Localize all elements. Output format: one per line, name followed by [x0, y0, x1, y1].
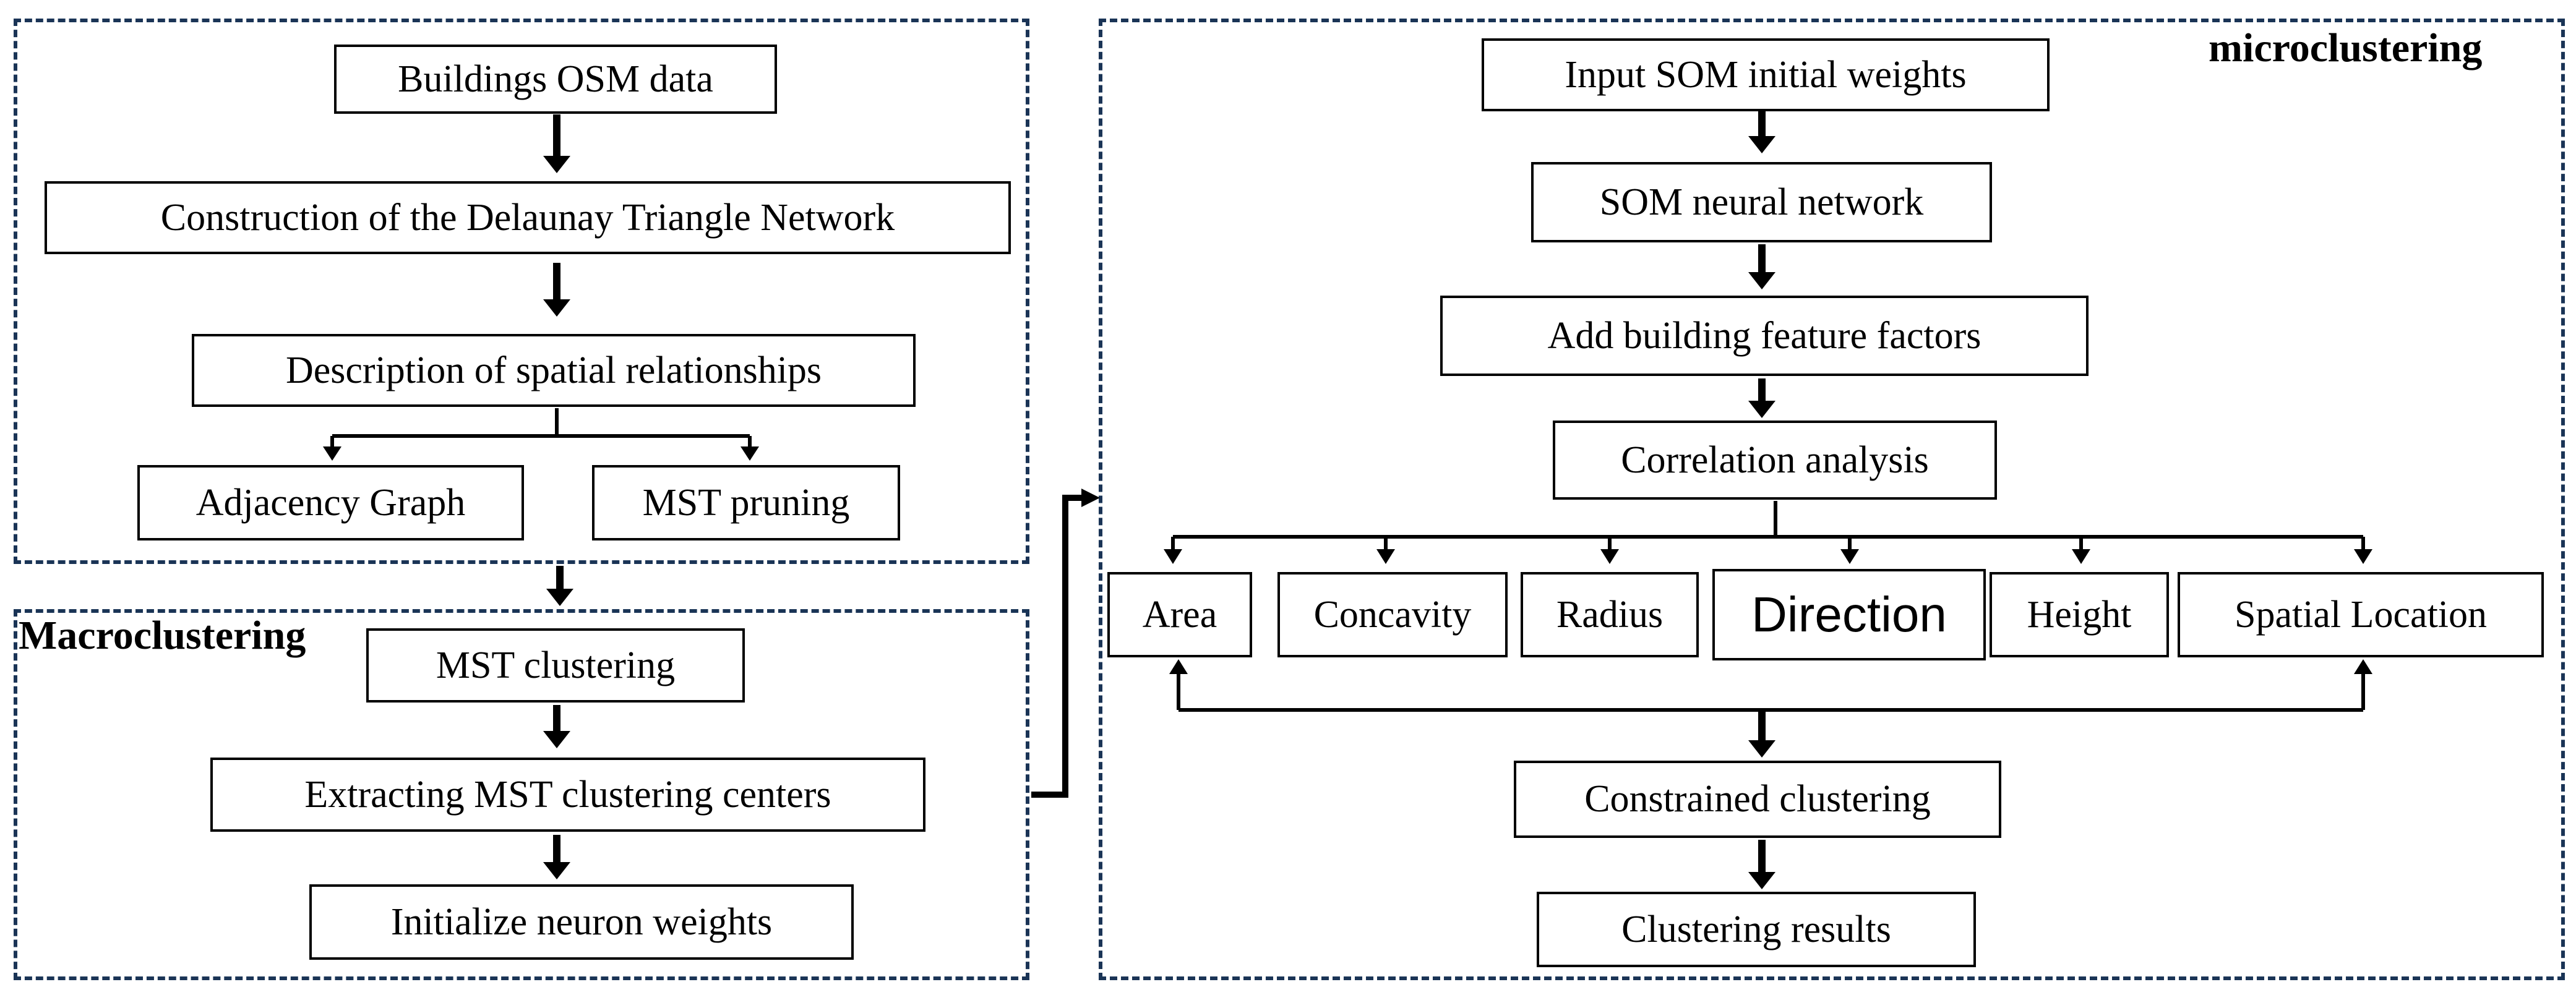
node-adjacency-graph: Adjacency Graph — [137, 465, 524, 540]
node-mst-pruning: MST pruning — [592, 465, 900, 540]
node-spatial-relationships: Description of spatial relationships — [192, 334, 916, 407]
arrowhead — [543, 299, 570, 317]
node-delaunay-network: Construction of the Delaunay Triangle Ne… — [45, 181, 1011, 254]
arrowhead — [2354, 659, 2372, 674]
factor-height: Height — [1990, 572, 2169, 657]
arrowhead — [1748, 272, 1775, 289]
arrowhead — [1164, 549, 1182, 564]
node-input-som: Input SOM initial weights — [1482, 38, 2050, 111]
arrowhead — [1169, 659, 1188, 674]
arrow-macro-to-micro — [1031, 495, 1086, 798]
factor-concavity: Concavity — [1277, 572, 1508, 657]
microclustering-region — [1099, 19, 2565, 980]
arrowhead — [1840, 549, 1859, 564]
node-clustering-results: Clustering results — [1537, 892, 1976, 967]
arrowhead — [1748, 740, 1775, 758]
node-constrained-clustering: Constrained clustering — [1514, 761, 2001, 838]
arrowhead — [543, 156, 570, 173]
microclustering-title: microclustering — [2209, 25, 2483, 70]
macroclustering-region — [14, 609, 1029, 980]
factor-spatial-location: Spatial Location — [2178, 572, 2544, 657]
arrowhead — [543, 862, 570, 879]
arrowhead — [1376, 549, 1395, 564]
arrowhead — [1748, 136, 1775, 153]
arrowhead — [2072, 549, 2090, 564]
arrowhead — [1748, 872, 1775, 889]
arrowhead — [1081, 489, 1100, 507]
node-init-weights: Initialize neuron weights — [309, 884, 854, 960]
factor-area: Area — [1107, 572, 1252, 657]
node-som-network: SOM neural network — [1531, 162, 1992, 242]
preprocessing-region — [14, 19, 1029, 564]
node-extract-centers: Extracting MST clustering centers — [210, 758, 925, 832]
arrowhead — [2354, 549, 2372, 564]
macroclustering-title: Macroclustering — [19, 613, 306, 658]
arrowhead — [323, 446, 341, 461]
node-correlation-analysis: Correlation analysis — [1553, 421, 1997, 500]
node-mst-clustering: MST clustering — [366, 628, 745, 703]
node-buildings-osm: Buildings OSM data — [334, 45, 777, 114]
arrowhead — [1600, 549, 1619, 564]
factor-direction: Direction — [1712, 569, 1986, 660]
arrowhead — [1748, 401, 1775, 418]
factor-radius: Radius — [1521, 572, 1699, 657]
node-building-features: Add building feature factors — [1440, 296, 2089, 376]
arrowhead — [546, 589, 573, 606]
arrowhead — [741, 446, 759, 461]
arrowhead — [543, 731, 570, 748]
